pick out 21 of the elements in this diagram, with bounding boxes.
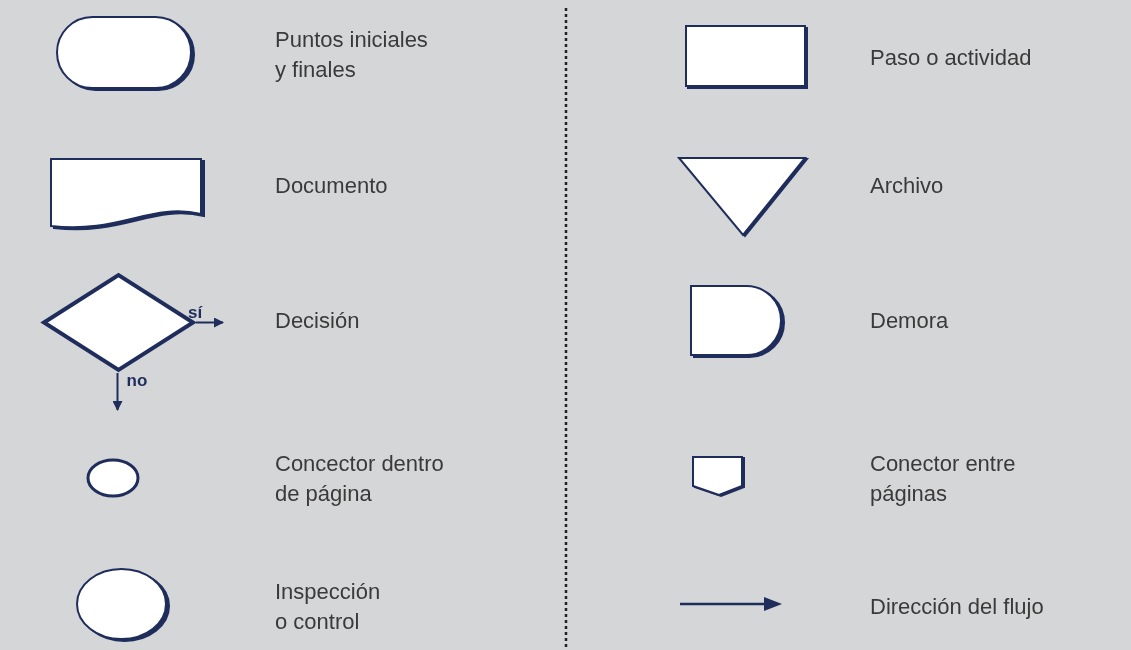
document-shape — [50, 158, 205, 232]
delay-shape — [690, 285, 785, 360]
symbol-label: Concector dentro de página — [275, 450, 445, 508]
arrow — [112, 372, 123, 411]
process-box — [685, 25, 808, 89]
connector-ellipse — [86, 458, 142, 500]
file-triangle — [678, 157, 808, 237]
arrow — [195, 317, 224, 328]
symbol-label: Paso o actividad — [870, 44, 1033, 72]
symbol-label: Inspección o control — [275, 578, 382, 636]
edge-label: no — [125, 371, 149, 391]
symbol-label: Puntos iniciales y finales — [275, 26, 429, 84]
symbol-label: Documento — [275, 172, 389, 200]
symbol-label: Demora — [870, 307, 950, 335]
symbol-label: Decisión — [275, 307, 361, 335]
symbol-label: Dirección del flujo — [870, 593, 1045, 621]
inspection-circle — [75, 567, 172, 645]
edge-label: sí — [187, 302, 204, 323]
symbol-label: Archivo — [870, 172, 945, 200]
symbol-label: Conector entre páginas — [870, 450, 1017, 508]
off-page-connector — [692, 456, 746, 498]
